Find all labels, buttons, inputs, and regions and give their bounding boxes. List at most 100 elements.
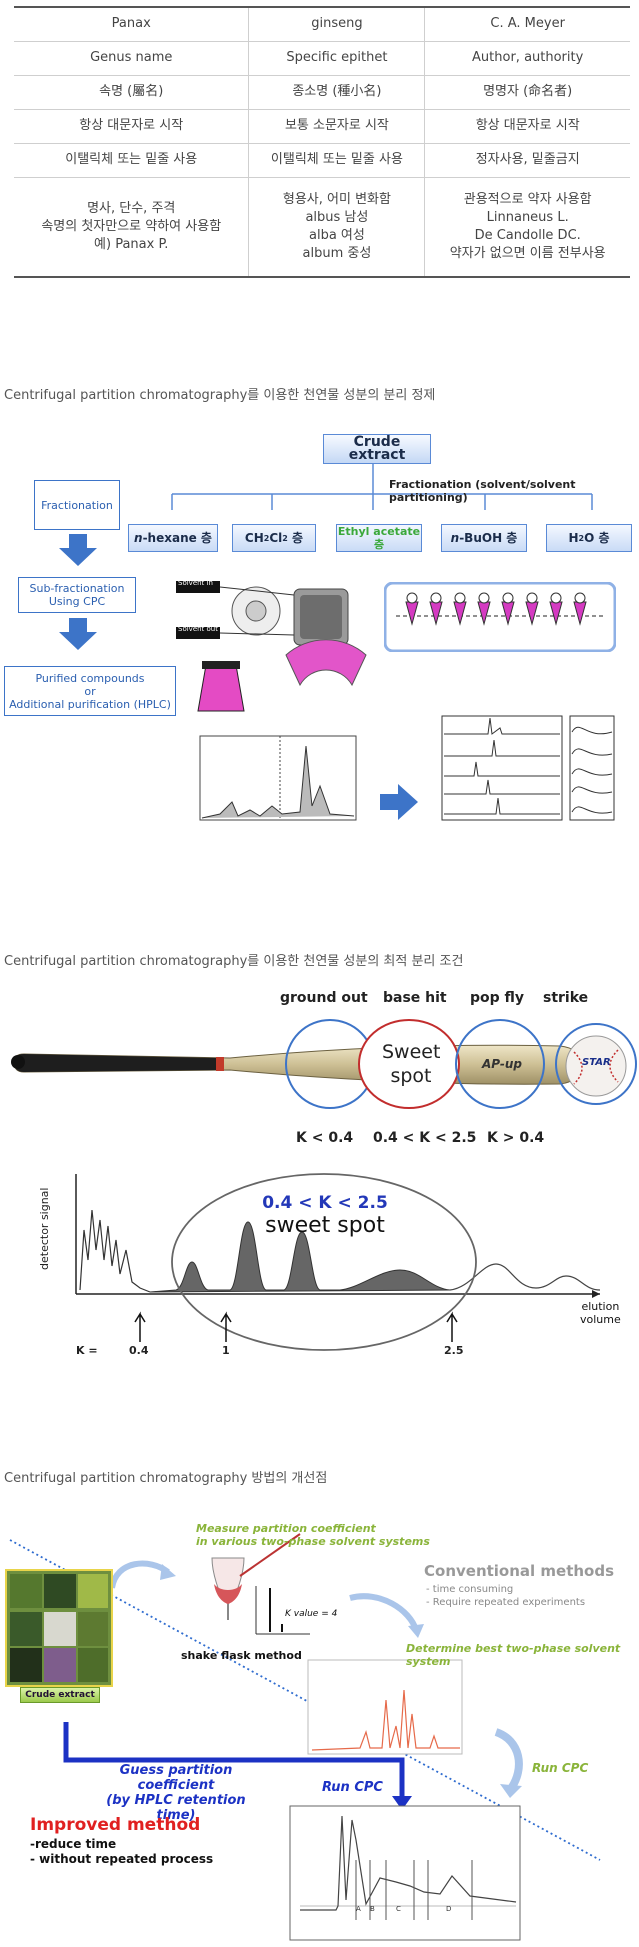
guess-note: Guess partition coefficient (by HPLC ret… — [86, 1763, 266, 1823]
k-value-label: K value = 4 — [285, 1609, 338, 1619]
table-row: Panax ginseng C. A. Meyer — [14, 7, 630, 41]
ball-logo: STAR — [582, 1057, 611, 1068]
table-cell: 항상 대문자로 시작 — [475, 118, 580, 133]
cell-line: 속명의 첫자만으로 약하여 사용함 — [41, 218, 222, 234]
run-cpc-label: Run CPC — [322, 1780, 383, 1795]
solvent-in-label: Solvent in — [178, 579, 213, 587]
cell-line: 약자가 없으면 이름 전부사용 — [449, 245, 606, 261]
improved-notes: -reduce time - without repeated process — [30, 1837, 213, 1867]
k-tick-label: 1 — [222, 1344, 230, 1357]
box-line: Additional purification (HPLC) — [9, 697, 171, 711]
cpc-peak-label: A — [356, 1905, 361, 1913]
cpc-peak-label: D — [446, 1905, 452, 1913]
note-line: Determine best two-phase solvent — [406, 1642, 621, 1655]
conventional-notes: - time consuming - Require repeated expe… — [426, 1583, 585, 1609]
note-line: (by HPLC retention time) — [106, 1793, 246, 1823]
xlabel-line: elution — [581, 1300, 620, 1313]
cpc-peak-label: B — [370, 1905, 375, 1913]
sweet-spot-chromatogram — [75, 1173, 601, 1351]
k-tick-label: 2.5 — [444, 1344, 464, 1357]
cell-line: 예) Panax P. — [94, 236, 169, 252]
box-line: Using CPC — [48, 595, 106, 608]
cpc-peak-label: C — [396, 1905, 401, 1913]
table-cell: 정자사용, 밑줄금지 — [475, 152, 580, 167]
improvement-graphics — [5, 1533, 601, 1941]
sub-fractionation-box: Sub-fractionation Using CPC — [18, 577, 136, 613]
table-cell: 이탤릭체 또는 밑줄 사용 — [248, 143, 426, 177]
cell-line: Linnaneus L. — [486, 209, 569, 225]
xlabel-line: volume — [580, 1313, 621, 1326]
bat-label-ground-out: ground out — [280, 990, 368, 1006]
fraction-box: Ethyl acetate 층 — [336, 524, 422, 552]
table-row: 속명 (屬名) 종소명 (種小名) 명명자 (命名者) — [14, 75, 630, 109]
table-cell: 항상 대문자로 시작 — [14, 109, 250, 143]
table-cell: 속명 (屬名) — [14, 75, 250, 109]
crude-extract-box: Crude extract — [323, 434, 431, 464]
sweet-line: spot — [390, 1065, 432, 1087]
cell-line: 형용사, 어미 변화함 — [282, 191, 391, 207]
purification-connectors — [59, 464, 593, 820]
note-line: - without repeated process — [30, 1852, 214, 1866]
sweet-spot-label: Sweet spot — [382, 1040, 440, 1088]
bat-label-base-hit: base hit — [383, 990, 447, 1006]
cell-line: 명사, 단수, 주격 — [87, 200, 176, 216]
cell-line: 관용적으로 약자 사용함 — [463, 191, 592, 207]
table-cell: 명명자 (命名者) — [483, 84, 573, 99]
purified-box: Purified compounds or Additional purific… — [4, 666, 176, 716]
determine-note: Determine best two-phase solvent system — [406, 1642, 620, 1668]
note-line: system — [406, 1655, 451, 1668]
table-cell: 보통 소문자로 시작 — [248, 109, 426, 143]
table-cell: 형용사, 어미 변화함 albus 남성 alba 여성 album 중성 — [248, 177, 426, 277]
fractionation-note: Fractionation (solvent/solvent partition… — [389, 478, 576, 504]
shake-flask-label: shake flask method — [181, 1649, 302, 1662]
bat-label-strike: strike — [543, 990, 589, 1006]
conventional-title: Conventional methods — [424, 1562, 615, 1580]
table-cell: 명사, 단수, 주격 속명의 첫자만으로 약하여 사용함 예) Panax P. — [14, 177, 250, 277]
table-row: 항상 대문자로 시작 보통 소문자로 시작 항상 대문자로 시작 — [14, 109, 630, 143]
table-cell: 이탤릭체 또는 밑줄 사용 — [14, 143, 250, 177]
k-tick-label: 0.4 — [129, 1344, 149, 1357]
cpc-apparatus-illustration — [176, 581, 367, 712]
k-range-label: 0.4 < K < 2.5 — [262, 1193, 388, 1213]
section-title-purification: Centrifugal partition chromatography를 이용… — [4, 388, 436, 403]
cpc-chromatogram-plot — [199, 735, 357, 821]
k-range-mid: 0.4 < K < 2.5 — [373, 1130, 477, 1146]
solvent-out-label: Solvent out — [178, 625, 218, 633]
table-cell: Panax — [14, 7, 250, 41]
table-cell: ginseng — [248, 7, 426, 41]
table-body: Panax ginseng C. A. Meyer Genus name Spe… — [14, 7, 630, 277]
sweet-spot-chart-label: sweet spot — [265, 1213, 385, 1238]
cell-line: alba 여성 — [308, 227, 365, 243]
crude-extract-label: Crude extract — [20, 1687, 100, 1703]
box-line: Purified compounds — [35, 671, 145, 685]
cell-line: album 중성 — [302, 245, 372, 261]
note-line: - Require repeated experiments — [426, 1597, 586, 1608]
k-range-low: K < 0.4 — [296, 1130, 354, 1146]
cell-line: De Candolle DC. — [474, 227, 581, 243]
note-line: Guess partition coefficient — [119, 1763, 233, 1793]
section-title-conditions: Centrifugal partition chromatography를 이용… — [4, 954, 464, 969]
table-cell: C. A. Meyer — [490, 16, 565, 32]
table-cell: Specific epithet — [248, 41, 426, 75]
box-line: Sub-fractionation — [29, 582, 125, 595]
table-cell: 종소명 (種小名) — [248, 75, 426, 109]
table-row: 명사, 단수, 주격 속명의 첫자만으로 약하여 사용함 예) Panax P.… — [14, 177, 630, 277]
note-line: -reduce time — [30, 1837, 117, 1851]
svg-text:AP-up: AP-up — [481, 1057, 522, 1071]
partition-cells-illustration — [384, 582, 616, 652]
baseball-bat-illustration: AP-up — [11, 1019, 637, 1109]
chromatogram-xlabel: elution volume — [580, 1300, 621, 1326]
note-line: Measure partition coefficient — [196, 1522, 376, 1535]
table-row: 이탤릭체 또는 밑줄 사용 이탤릭체 또는 밑줄 사용 정자사용, 밑줄금지 — [14, 143, 630, 177]
measure-note: Measure partition coefficient in various… — [196, 1522, 430, 1548]
sweet-line: Sweet — [382, 1041, 441, 1063]
fraction-box: n-hexane 층 — [128, 524, 218, 552]
k-axis-label: K = — [76, 1344, 98, 1357]
run-cpc-note: Run CPC — [532, 1761, 589, 1775]
table-cell: Author, authority — [472, 50, 584, 65]
chromatogram-ylabel: detector signal — [38, 1187, 51, 1270]
bat-label-pop-fly: pop fly — [470, 990, 525, 1006]
k-range-high: K > 0.4 — [487, 1130, 545, 1146]
cell-line: albus 남성 — [305, 209, 369, 225]
